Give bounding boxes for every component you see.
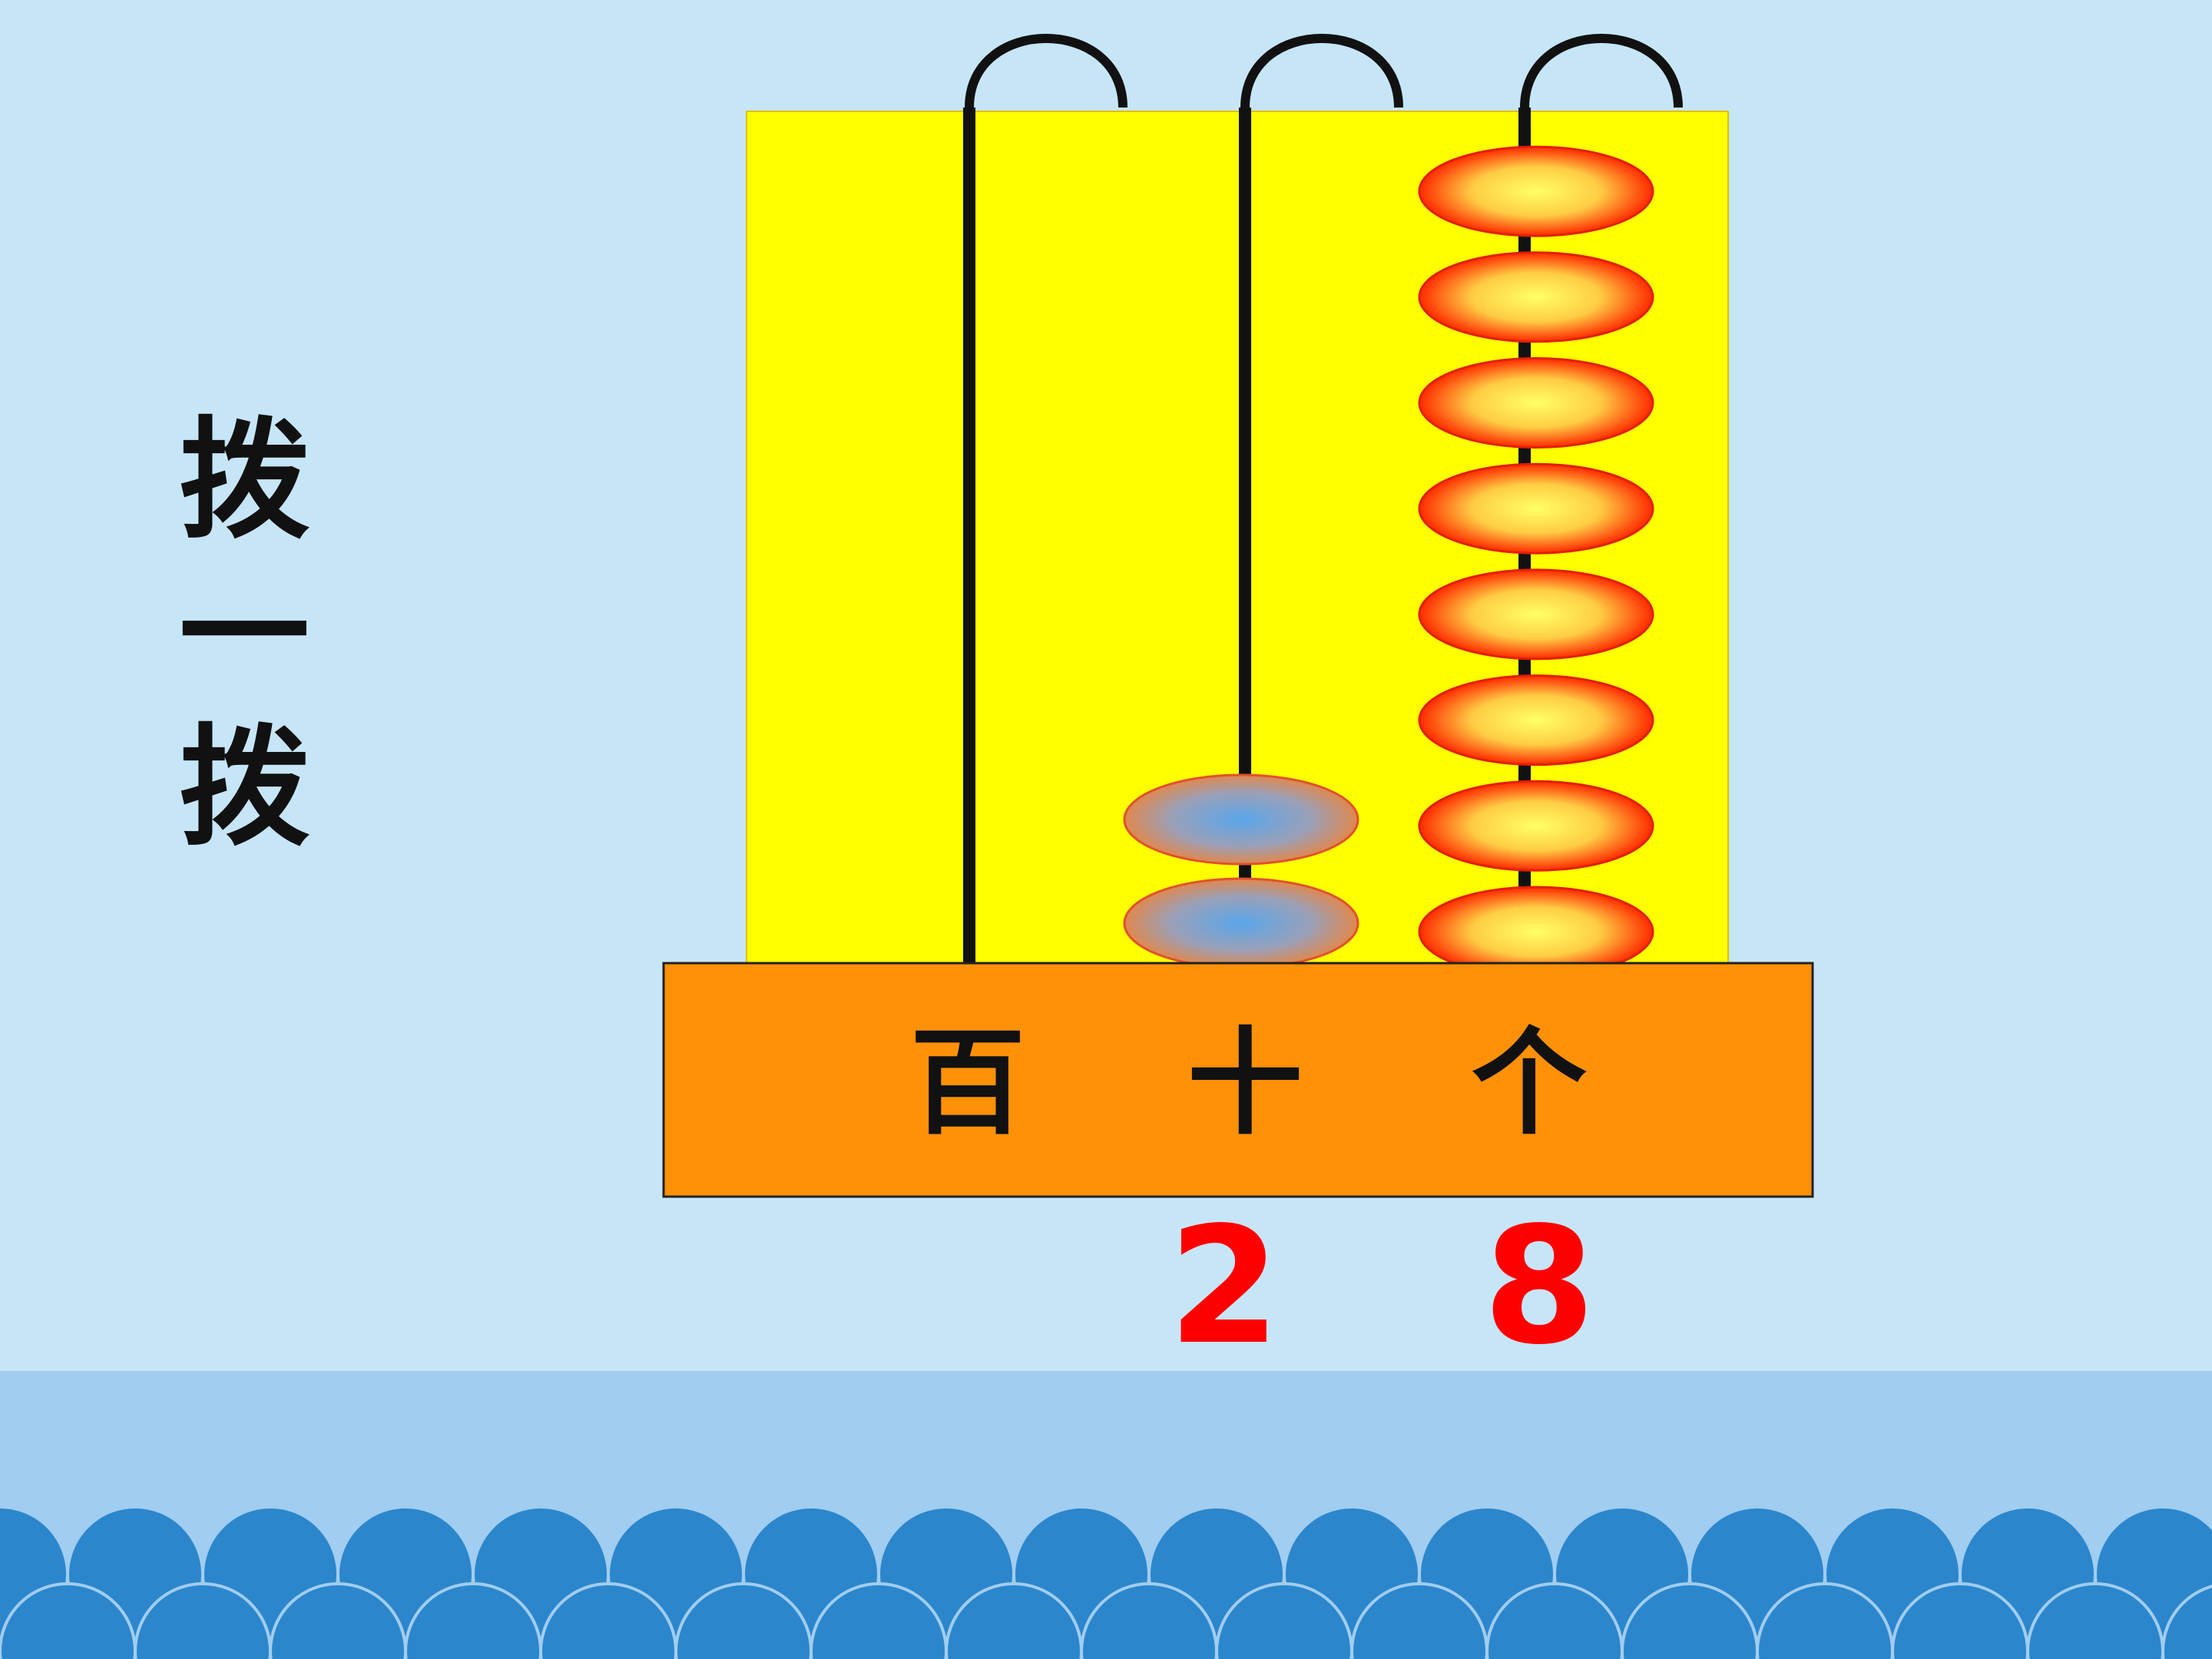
vertical-title: 拨 一 拨 bbox=[167, 415, 321, 853]
ones-bead bbox=[1418, 251, 1654, 343]
rod-ones-hook bbox=[1520, 34, 1683, 108]
abacus-beads bbox=[1123, 145, 1654, 978]
label-hundreds: 百 bbox=[909, 1015, 1025, 1151]
rod-hundreds-hook bbox=[965, 34, 1128, 108]
tens-bead bbox=[1123, 877, 1359, 969]
label-ones: 个 bbox=[1471, 1015, 1587, 1151]
ones-bead bbox=[1418, 145, 1654, 237]
digit-tens: 2 bbox=[1167, 1192, 1281, 1380]
wave-scallops bbox=[0, 1505, 2212, 1659]
ones-bead bbox=[1418, 780, 1654, 872]
digit-ones: 8 bbox=[1482, 1192, 1596, 1380]
rod-tens-hook bbox=[1240, 34, 1403, 108]
ones-bead bbox=[1418, 568, 1654, 661]
ones-bead bbox=[1418, 674, 1654, 767]
ones-bead bbox=[1418, 462, 1654, 555]
label-tens: 十 bbox=[1187, 1015, 1303, 1151]
title-char: 拨 bbox=[178, 710, 310, 864]
abacus-base bbox=[662, 962, 1814, 1198]
title-char: 拨 bbox=[178, 403, 310, 557]
title-char: 一 bbox=[178, 557, 310, 710]
tens-bead bbox=[1123, 773, 1359, 866]
ones-bead bbox=[1418, 357, 1654, 449]
wave-scallop bbox=[2161, 1584, 2212, 1659]
